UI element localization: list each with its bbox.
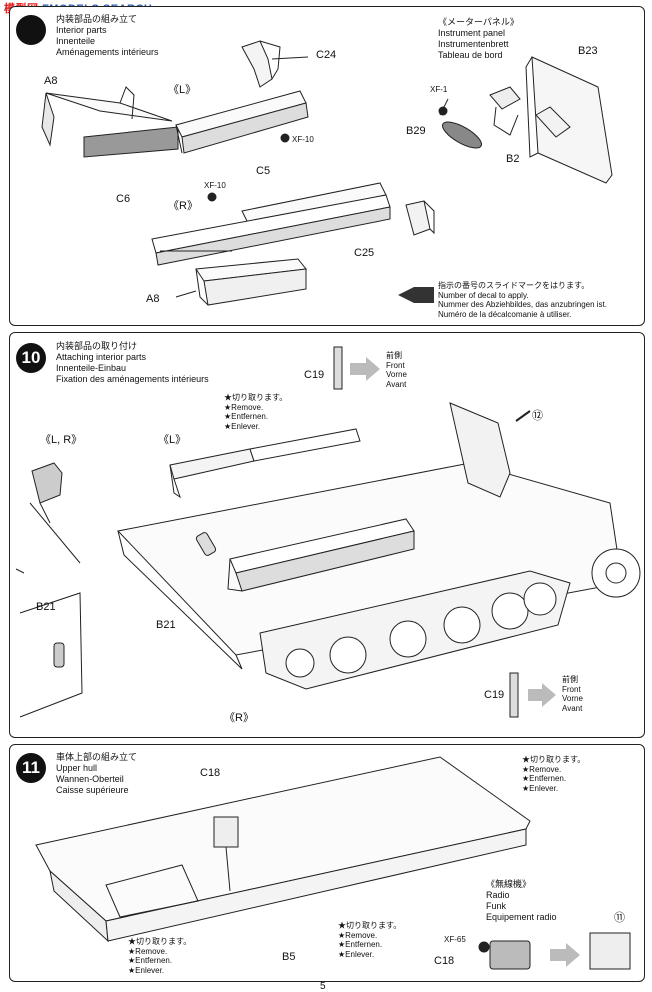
step-9-panel: 内装部品の組み立て Interior parts Innenteile Amén…: [9, 6, 645, 326]
front-note-top: 前側 Front Vorne Avant: [386, 351, 407, 389]
remove-note-11-c: ★切り取ります。 ★Remove. ★Entfernen. ★Enlever.: [338, 921, 402, 959]
label-b5: B5: [282, 951, 296, 963]
label-b21-b: B21: [36, 601, 56, 613]
label-a8-top: A8: [44, 75, 58, 87]
label-c25: C25: [354, 247, 375, 259]
label-c24: C24: [316, 49, 337, 61]
page-number: 5: [320, 981, 326, 992]
step-10-drawing: [15, 346, 641, 718]
step-11-badge: 11: [16, 753, 46, 783]
step-9-title: 内装部品の組み立て Interior parts Innenteile Amén…: [56, 14, 159, 57]
ref-12: ⑫: [532, 410, 543, 422]
instrument-panel-title: 《メーターパネル》 Instrument panel Instrumentenb…: [438, 17, 519, 60]
step-9-badge: [16, 15, 46, 45]
step-11-drawing: [35, 756, 631, 970]
label-c6: C6: [116, 193, 131, 205]
step-11-panel: 11 車体上部の組み立て Upper hull Wannen-Oberteil …: [9, 744, 645, 982]
radio-title: 《無線機》 Radio Funk Equipement radio: [486, 879, 557, 922]
remove-note-11-a: ★切り取ります。 ★Remove. ★Entfernen. ★Enlever.: [522, 755, 586, 793]
label-c5: C5: [256, 165, 271, 177]
label-xf10-b: XF-10: [204, 181, 226, 190]
step-10-title: 内装部品の取り付け Attaching interior parts Innen…: [56, 341, 209, 384]
label-l: 《L》: [168, 84, 197, 96]
step-9-drawing: [41, 40, 613, 306]
label-c19-bottom: C19: [484, 689, 505, 701]
label-xf65: XF-65: [444, 935, 466, 944]
label-l-10: 《L》: [158, 434, 187, 446]
label-lr: 《L, R》: [40, 434, 83, 446]
label-r: 《R》: [168, 200, 198, 212]
remove-note-10: ★切り取ります。 ★Remove. ★Entfernen. ★Enlever.: [224, 393, 288, 431]
label-c18-top: C18: [200, 767, 221, 779]
label-r-10: 《R》: [224, 712, 254, 724]
step-10-badge: 10: [16, 343, 46, 373]
decal-note: 指示の番号のスライドマークをはります。 Number of decal to a…: [438, 281, 607, 319]
label-b2: B2: [506, 153, 520, 165]
label-b29: B29: [406, 125, 426, 137]
label-xf1: XF-1: [430, 85, 448, 94]
ref-11: ⑪: [614, 912, 625, 924]
label-b23: B23: [578, 45, 598, 57]
label-c19-top: C19: [304, 369, 325, 381]
label-xf10-a: XF-10: [292, 135, 314, 144]
label-c18-bottom: C18: [434, 955, 455, 967]
step-11-title: 車体上部の組み立て Upper hull Wannen-Oberteil Cai…: [56, 752, 138, 795]
label-b21-a: B21: [156, 619, 176, 631]
label-a8-bottom: A8: [146, 293, 160, 305]
remove-note-11-b: ★切り取ります。 ★Remove. ★Entfernen. ★Enlever.: [128, 937, 192, 975]
step-10-panel: 10 内装部品の取り付け Attaching interior parts In…: [9, 332, 645, 738]
front-note-bottom: 前側 Front Vorne Avant: [562, 675, 583, 713]
